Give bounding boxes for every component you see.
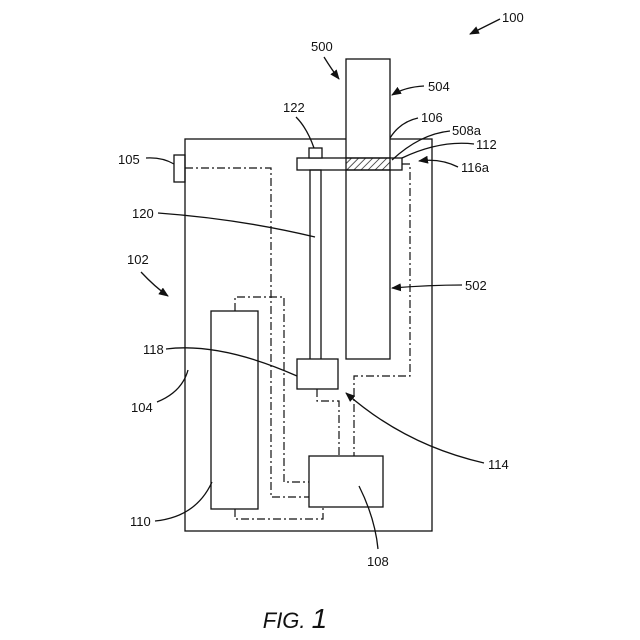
leader-106 xyxy=(390,118,418,138)
cartridge-500 xyxy=(346,59,390,359)
leader-112 xyxy=(402,143,474,158)
button-105 xyxy=(174,155,185,182)
label-100: 100 xyxy=(502,10,524,25)
label-102: 102 xyxy=(127,252,149,267)
label-122: 122 xyxy=(283,100,305,115)
label-504: 504 xyxy=(428,79,450,94)
wire-actuator xyxy=(317,389,339,456)
label-108: 108 xyxy=(367,554,389,569)
leader-114 xyxy=(346,393,484,463)
label-106: 106 xyxy=(421,110,443,125)
leader-105 xyxy=(146,158,174,164)
label-105: 105 xyxy=(118,152,140,167)
leader-110 xyxy=(155,482,212,521)
label-110: 110 xyxy=(130,514,151,529)
leader-504 xyxy=(392,86,424,95)
leader-102 xyxy=(141,272,168,296)
figure-caption: FIG. 1 xyxy=(263,603,327,634)
leader-502 xyxy=(392,285,462,288)
label-104: 104 xyxy=(131,400,153,415)
battery-110 xyxy=(211,311,258,509)
box-122 xyxy=(309,148,322,158)
actuator-118 xyxy=(297,359,338,389)
leader-100 xyxy=(470,19,500,34)
leader-116a xyxy=(419,160,458,167)
caption-number: 1 xyxy=(312,603,328,634)
label-508a: 508a xyxy=(452,123,482,138)
label-112: 112 xyxy=(476,137,497,152)
leader-500 xyxy=(324,57,339,79)
label-116a: 116a xyxy=(461,160,490,175)
label-114: 114 xyxy=(488,457,509,472)
caption-prefix: FIG. xyxy=(263,608,306,633)
rod-120 xyxy=(310,170,321,360)
leader-104 xyxy=(157,370,188,402)
label-120: 120 xyxy=(132,206,154,221)
leader-122 xyxy=(296,117,314,148)
leader-120 xyxy=(158,213,315,237)
hatched-region-508a xyxy=(346,158,390,170)
label-500: 500 xyxy=(311,39,333,54)
label-502: 502 xyxy=(465,278,487,293)
label-118: 118 xyxy=(143,342,164,357)
controller-108 xyxy=(309,456,383,507)
